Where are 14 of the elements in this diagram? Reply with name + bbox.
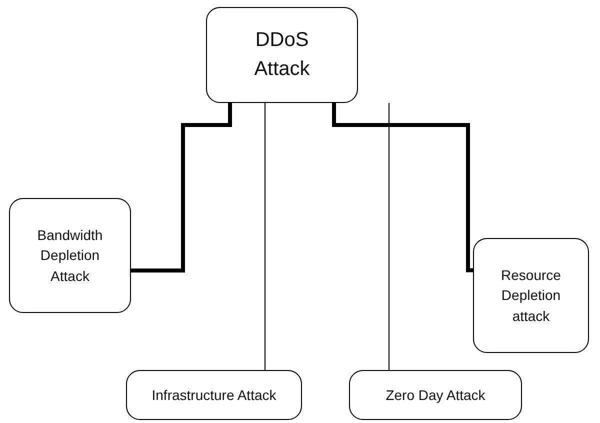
connector-line [388, 102, 390, 370]
connector-line [131, 103, 232, 272]
node-label: DDoS Attack [253, 28, 311, 82]
category-box [473, 238, 589, 353]
category-box [349, 370, 522, 420]
connector-line [264, 102, 266, 370]
node-label: Bandwidth Depletion Attack [36, 226, 104, 286]
connector-line [332, 103, 473, 272]
category-box [9, 198, 131, 313]
category-box [206, 7, 358, 103]
node-label: Infrastructure Attack [152, 386, 276, 405]
node-label: Zero Day Attack [386, 386, 486, 405]
node-label: Resource Depletion attack [500, 266, 562, 326]
category-box [126, 370, 302, 420]
